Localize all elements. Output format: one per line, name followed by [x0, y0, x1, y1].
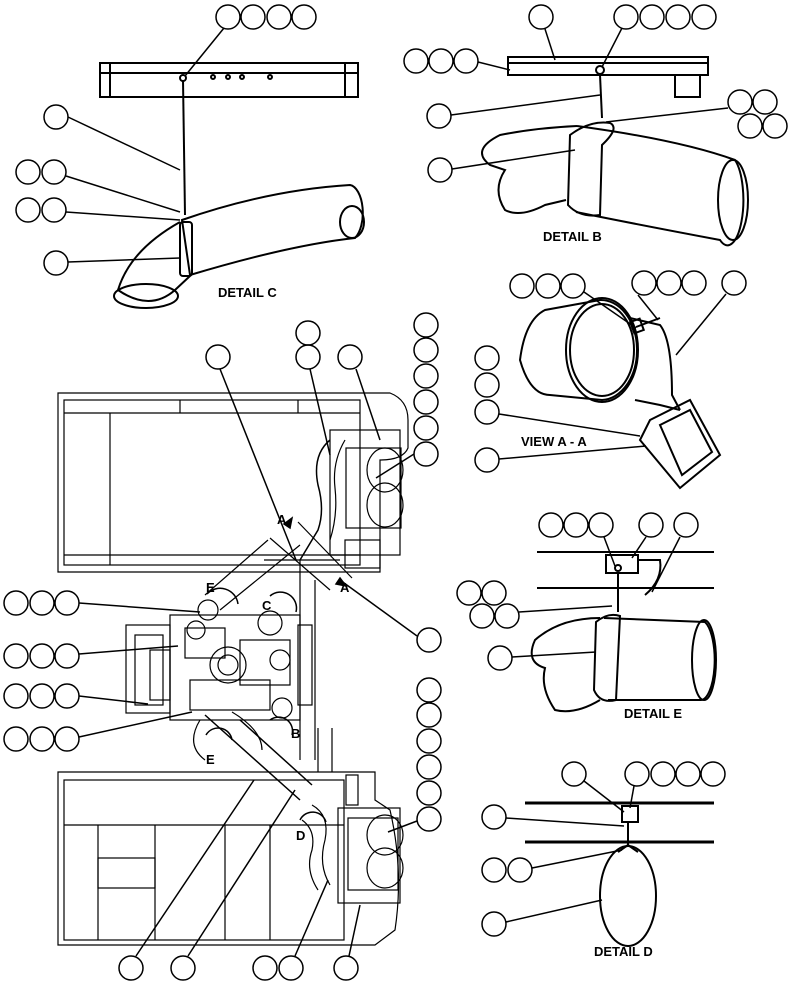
detail-b-hanger-rod	[599, 74, 603, 119]
detail-e-title: DETAIL E	[624, 706, 683, 721]
main-callouts	[3, 312, 442, 981]
detail-d-title: DETAIL D	[594, 944, 653, 959]
detail-c-drawing	[99, 62, 365, 309]
view-letter-a-upper: A	[277, 512, 287, 527]
section-b-arrow	[269, 716, 294, 736]
detail-b-clamp	[566, 121, 615, 217]
section-c-arrow	[269, 591, 298, 613]
view-letter-d: D	[296, 828, 306, 843]
detail-e-clamp	[592, 613, 622, 702]
view-letter-b: B	[291, 726, 301, 741]
section-d-arrow	[299, 811, 327, 823]
detail-c-clamp-band	[179, 221, 193, 277]
detail-c-callouts	[15, 4, 317, 276]
view-letter-e-lower: E	[206, 752, 215, 767]
section-e-arrow-lower	[205, 727, 233, 741]
view-letter-c: C	[262, 598, 272, 613]
detail-d-callouts	[481, 761, 726, 937]
detail-d-bracket	[621, 805, 639, 823]
detail-b-title: DETAIL B	[543, 229, 602, 244]
detail-b-beam	[507, 56, 709, 76]
view-aa-drawing	[518, 297, 722, 490]
view-letter-a-lower: A	[340, 580, 350, 595]
view-aa-callouts	[474, 270, 747, 473]
detail-e-callouts	[456, 512, 699, 671]
main-assembly	[57, 392, 409, 946]
view-aa-duct	[518, 298, 638, 402]
detail-b-callouts	[403, 4, 788, 183]
detail-e-drawing	[530, 551, 717, 713]
view-aa-title: VIEW A - A	[521, 434, 587, 449]
section-e-arrow-upper	[206, 587, 239, 605]
view-aa-bracket	[638, 398, 722, 490]
detail-c-duct	[180, 183, 364, 277]
detail-d-clamp-ring	[599, 845, 657, 947]
detail-b-drawing	[481, 56, 749, 247]
detail-c-beam	[99, 62, 359, 98]
section-markers	[205, 516, 348, 823]
upper-module-frame	[57, 392, 409, 573]
detail-e-duct	[530, 617, 601, 713]
lower-air-cleaner	[337, 807, 401, 904]
detail-d-drawing	[525, 801, 714, 947]
detail-c-title: DETAIL C	[218, 285, 277, 300]
detail-e-bracket	[605, 554, 639, 574]
detail-c-hanger-rod	[182, 79, 186, 216]
detail-b-duct	[481, 125, 578, 215]
view-letter-e-upper: E	[206, 580, 215, 595]
